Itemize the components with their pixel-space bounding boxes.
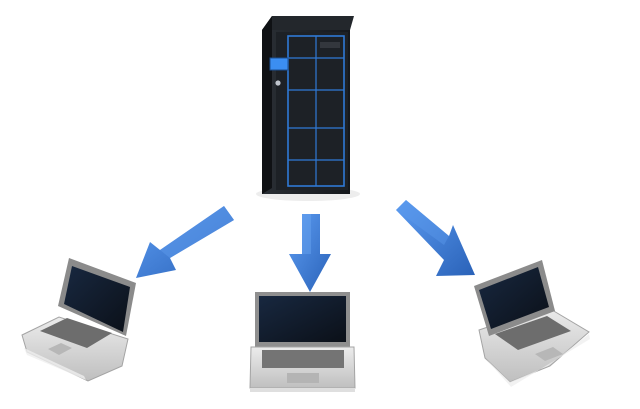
laptop-center-icon <box>249 292 356 392</box>
arrow-center-icon <box>289 214 331 292</box>
laptop-right-icon <box>474 260 590 387</box>
laptop-left-icon <box>21 258 136 382</box>
arrow-left-icon <box>136 206 234 278</box>
arrow-right-icon <box>396 200 475 276</box>
server-tower-icon <box>256 16 360 201</box>
